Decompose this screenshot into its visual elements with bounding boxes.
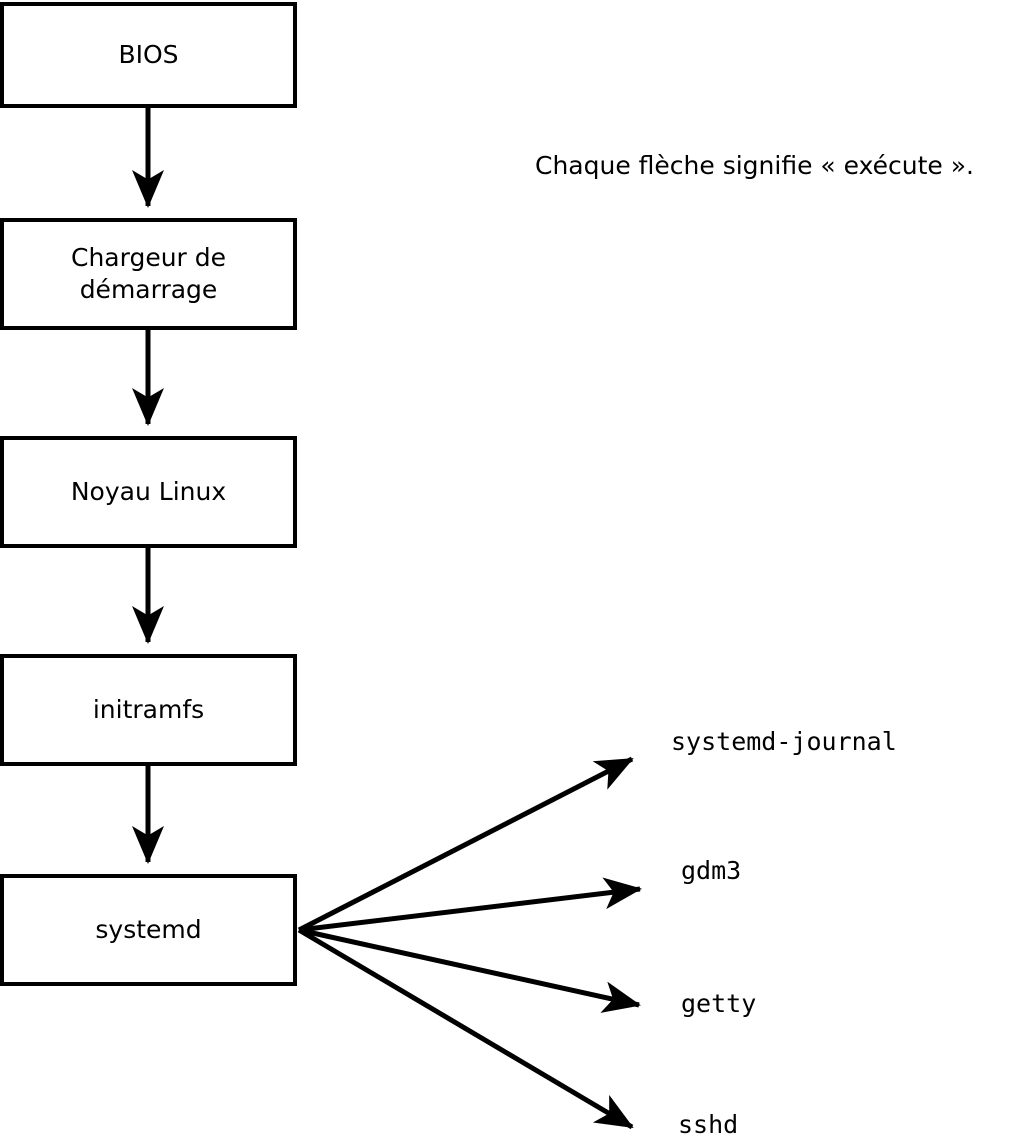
node-kernel: Noyau Linux — [0, 436, 297, 548]
node-kernel-label: Noyau Linux — [70, 477, 227, 506]
node-bios: BIOS — [0, 2, 297, 108]
service-label-sshd: sshd — [678, 1110, 739, 1139]
fanout-arrow-sshd — [297, 927, 634, 1130]
node-systemd-label: systemd — [95, 915, 202, 944]
node-initramfs: initramfs — [0, 654, 297, 766]
service-label-gdm3: gdm3 — [681, 856, 742, 885]
node-initramfs-label: initramfs — [92, 695, 205, 724]
service-label-getty: getty — [681, 989, 757, 1018]
node-bios-label: BIOS — [118, 40, 179, 69]
node-bootloader: Chargeur de démarrage — [0, 218, 297, 330]
fanout-arrow-systemd-journal — [297, 756, 634, 933]
fanout-arrow-getty — [298, 927, 641, 1013]
service-label-systemd-journal: systemd-journal — [671, 727, 897, 756]
node-systemd: systemd — [0, 874, 297, 986]
fanout-arrow-gdm3 — [298, 877, 642, 933]
diagram-caption: Chaque flèche signifie « exécute ». — [535, 151, 974, 180]
node-bootloader-label: Chargeur de démarrage — [70, 243, 227, 304]
